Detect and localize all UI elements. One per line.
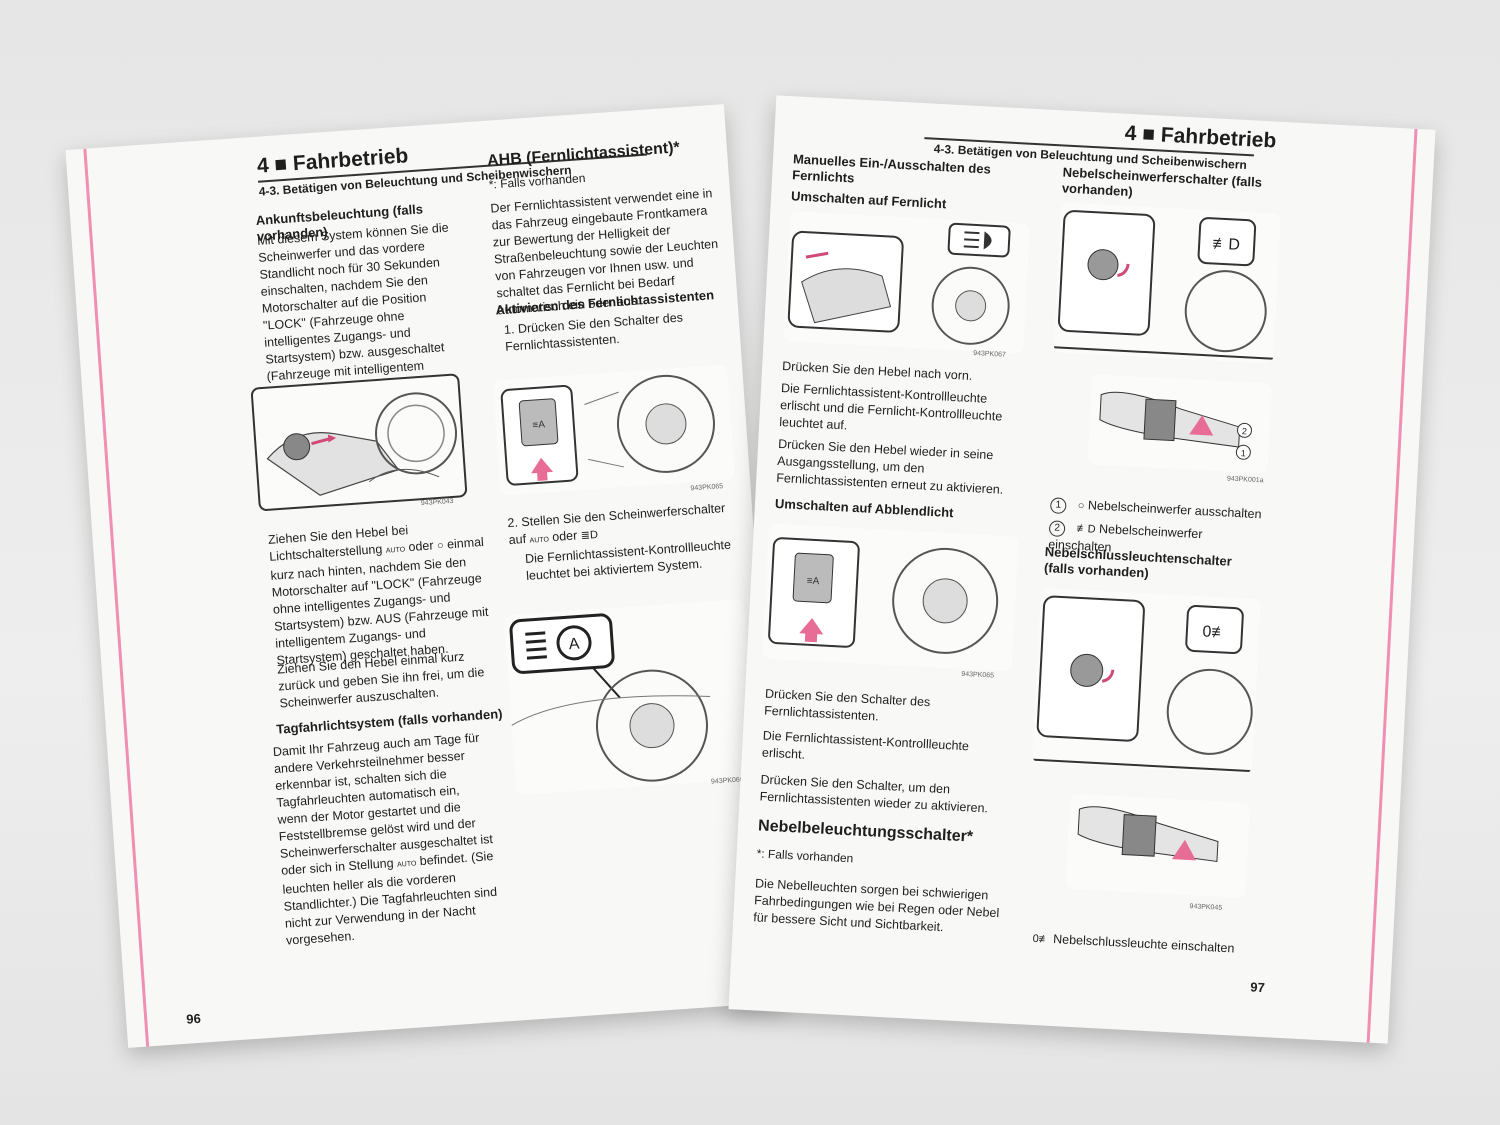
step-1-number: 1. [503,322,515,337]
item-1-text: Nebelscheinwerfer ausschalten [1087,498,1262,522]
fog-text: Die Nebelleuchten sorgen bei schwierigen… [752,876,1000,935]
svg-text:≡A: ≡A [806,576,819,588]
front-fog-symbol: ≢D [1076,522,1096,536]
figure-code: 943PK001a [1226,475,1264,485]
fog-stalk-figure: 2 1 [1087,374,1272,474]
page-number: 97 [1249,979,1266,996]
drl-text: Damit Ihr Fahrzeug auch am Tage für ande… [272,729,501,949]
lever-illustration [266,392,458,496]
item-1-marker: 1 [1049,497,1067,515]
off-symbol: ○ [1077,499,1085,513]
front-fog-figure: ≢D [1053,202,1281,364]
rear-fog-figure: 0≢ [1031,587,1261,775]
svg-text:2: 2 [1242,426,1248,436]
left-page: 4 ■ Fahrbetrieb 4-3. Betätigen von Beleu… [65,104,787,1048]
auto-symbol: AUTO [385,546,406,555]
fog-note: *: Falls vorhanden [756,846,854,866]
item-2-marker: 2 [1048,520,1066,538]
figure-code: 943PK065 [690,483,724,493]
rear-fog-illustration: 0≢ [1031,595,1253,773]
page-edge-marker [1366,128,1418,1043]
ahb-switch-illustration: ≡A [500,374,715,486]
front-fog-illustration: ≢D [1053,210,1274,360]
right-page: 4 ■ Fahrbetrieb 4-3. Betätigen von Beleu… [728,95,1436,1044]
rear-fog-text: 0≢ Nebelschlussleuchte einschalten [1032,930,1253,959]
small-light-symbol: ○ [436,539,445,553]
svg-text:0≢: 0≢ [1202,623,1228,641]
auto-symbol: AUTO [529,536,550,545]
page-edge-marker [83,148,150,1047]
pull-lever-text: Ziehen Sie den Hebel bei Lichtschalterst… [268,517,497,670]
step-2-number: 2. [507,515,519,531]
figure-code: 943PK065 [961,670,995,680]
return-lever-text: Drücken Sie den Hebel wieder in seine Au… [776,436,1004,497]
page-number: 96 [185,1010,202,1027]
headlight-symbol: ≣D [580,528,599,543]
figure-code: 943PK067 [972,350,1006,359]
press-switch-text: Drücken Sie den Schalter des Fernlichtas… [763,686,931,724]
svg-text:≡A: ≡A [532,419,546,431]
fog-stalk-illustration: 2 1 [1099,391,1253,460]
ahb-indicator-figure: A [503,598,756,796]
rear-fog-stalk-illustration [1077,806,1219,863]
svg-text:≢D: ≢D [1212,235,1240,253]
lowbeam-switch-illustration: ≡A [768,537,999,654]
or-text: oder [408,538,434,555]
switch-to-lowbeam-heading: Umschalten auf Abblendlicht [774,495,954,521]
rear-fog-symbol: 0≢ [1032,932,1051,946]
ahb-indicator-illustration: A [509,613,711,782]
figure-code: 943PK043 [420,497,454,508]
indicator-off-text-2: Die Fernlichtassistent-Kontrollleuchte e… [761,728,970,762]
fog-lights-heading: Nebelbeleuchtungsschalter* [757,817,974,846]
lowbeam-switch-figure: ≡A [761,523,1019,672]
figure-code: 943PK045 [1189,903,1223,912]
indicator-off-text: Die Fernlichtassistent-Kontrollleuchte e… [778,381,1003,433]
highbeam-lever-figure [783,211,1031,354]
svg-text:A: A [568,635,580,653]
rear-fog-stalk-figure [1065,793,1251,898]
ahb-heading: AHB (Fernlichtassistent)* [486,139,681,170]
svg-text:1: 1 [1241,448,1247,458]
reactivate-text: Drücken Sie den Schalter, um den Fernlic… [759,772,989,816]
highbeam-lever-illustration [787,222,1011,345]
lever-figure [250,373,468,512]
ahb-switch-figure: ≡A [492,364,736,496]
or-text: oder [551,528,578,545]
auto-symbol: AUTO [396,860,417,869]
figure-code: 943PK066 [710,776,744,786]
rear-fog-label: Nebelschlussleuchte einschalten [1052,932,1235,956]
